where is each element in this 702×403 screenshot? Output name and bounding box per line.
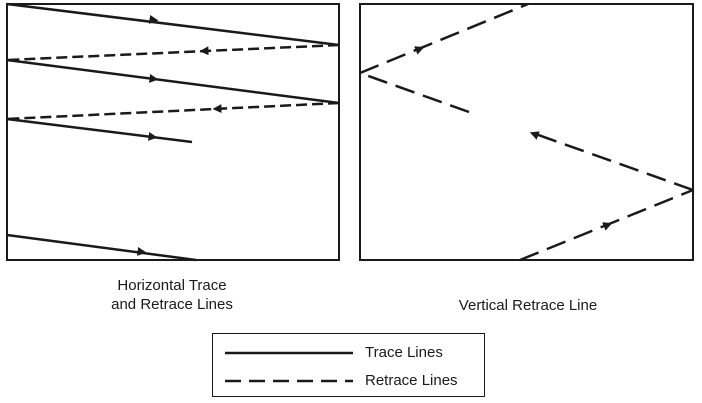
legend-item-trace: Trace Lines — [213, 343, 484, 363]
vertical-retrace-segment-1 — [519, 188, 694, 262]
vertical-retrace-segment-4 — [359, 2, 529, 75]
trace-line-4 — [6, 233, 197, 262]
legend-swatch-solid — [225, 351, 353, 355]
legend-label-retrace: Retrace Lines — [365, 372, 458, 389]
retrace-line-1 — [6, 43, 340, 62]
vertical-panel-caption: Vertical Retrace Line — [458, 297, 598, 314]
trace-line-2 — [6, 58, 340, 105]
trace-line-3 — [6, 117, 193, 144]
horizontal-panel-frame — [6, 3, 340, 261]
vertical-retrace-segment-3 — [359, 71, 470, 114]
arrow-trace-1 — [146, 14, 159, 24]
legend: Trace Lines Retrace Lines — [212, 333, 485, 397]
horizontal-trace-panel — [6, 2, 340, 262]
retrace-line-2 — [6, 101, 340, 121]
vertical-retrace-panel — [359, 2, 694, 262]
legend-label-trace: Trace Lines — [365, 344, 443, 361]
trace-line-1 — [6, 2, 340, 47]
horizontal-panel-caption: Horizontal Trace and Retrace Lines — [62, 276, 282, 314]
diagram-canvas — [6, 2, 694, 262]
vertical-panel-frame — [359, 3, 694, 261]
legend-item-retrace: Retrace Lines — [213, 371, 484, 391]
legend-swatch-dashed — [225, 379, 353, 383]
horizontal-caption-line-1: Horizontal Trace — [117, 277, 227, 294]
vertical-retrace-segment-2 — [529, 130, 694, 192]
horizontal-caption-line-2: and Retrace Lines — [111, 296, 233, 313]
